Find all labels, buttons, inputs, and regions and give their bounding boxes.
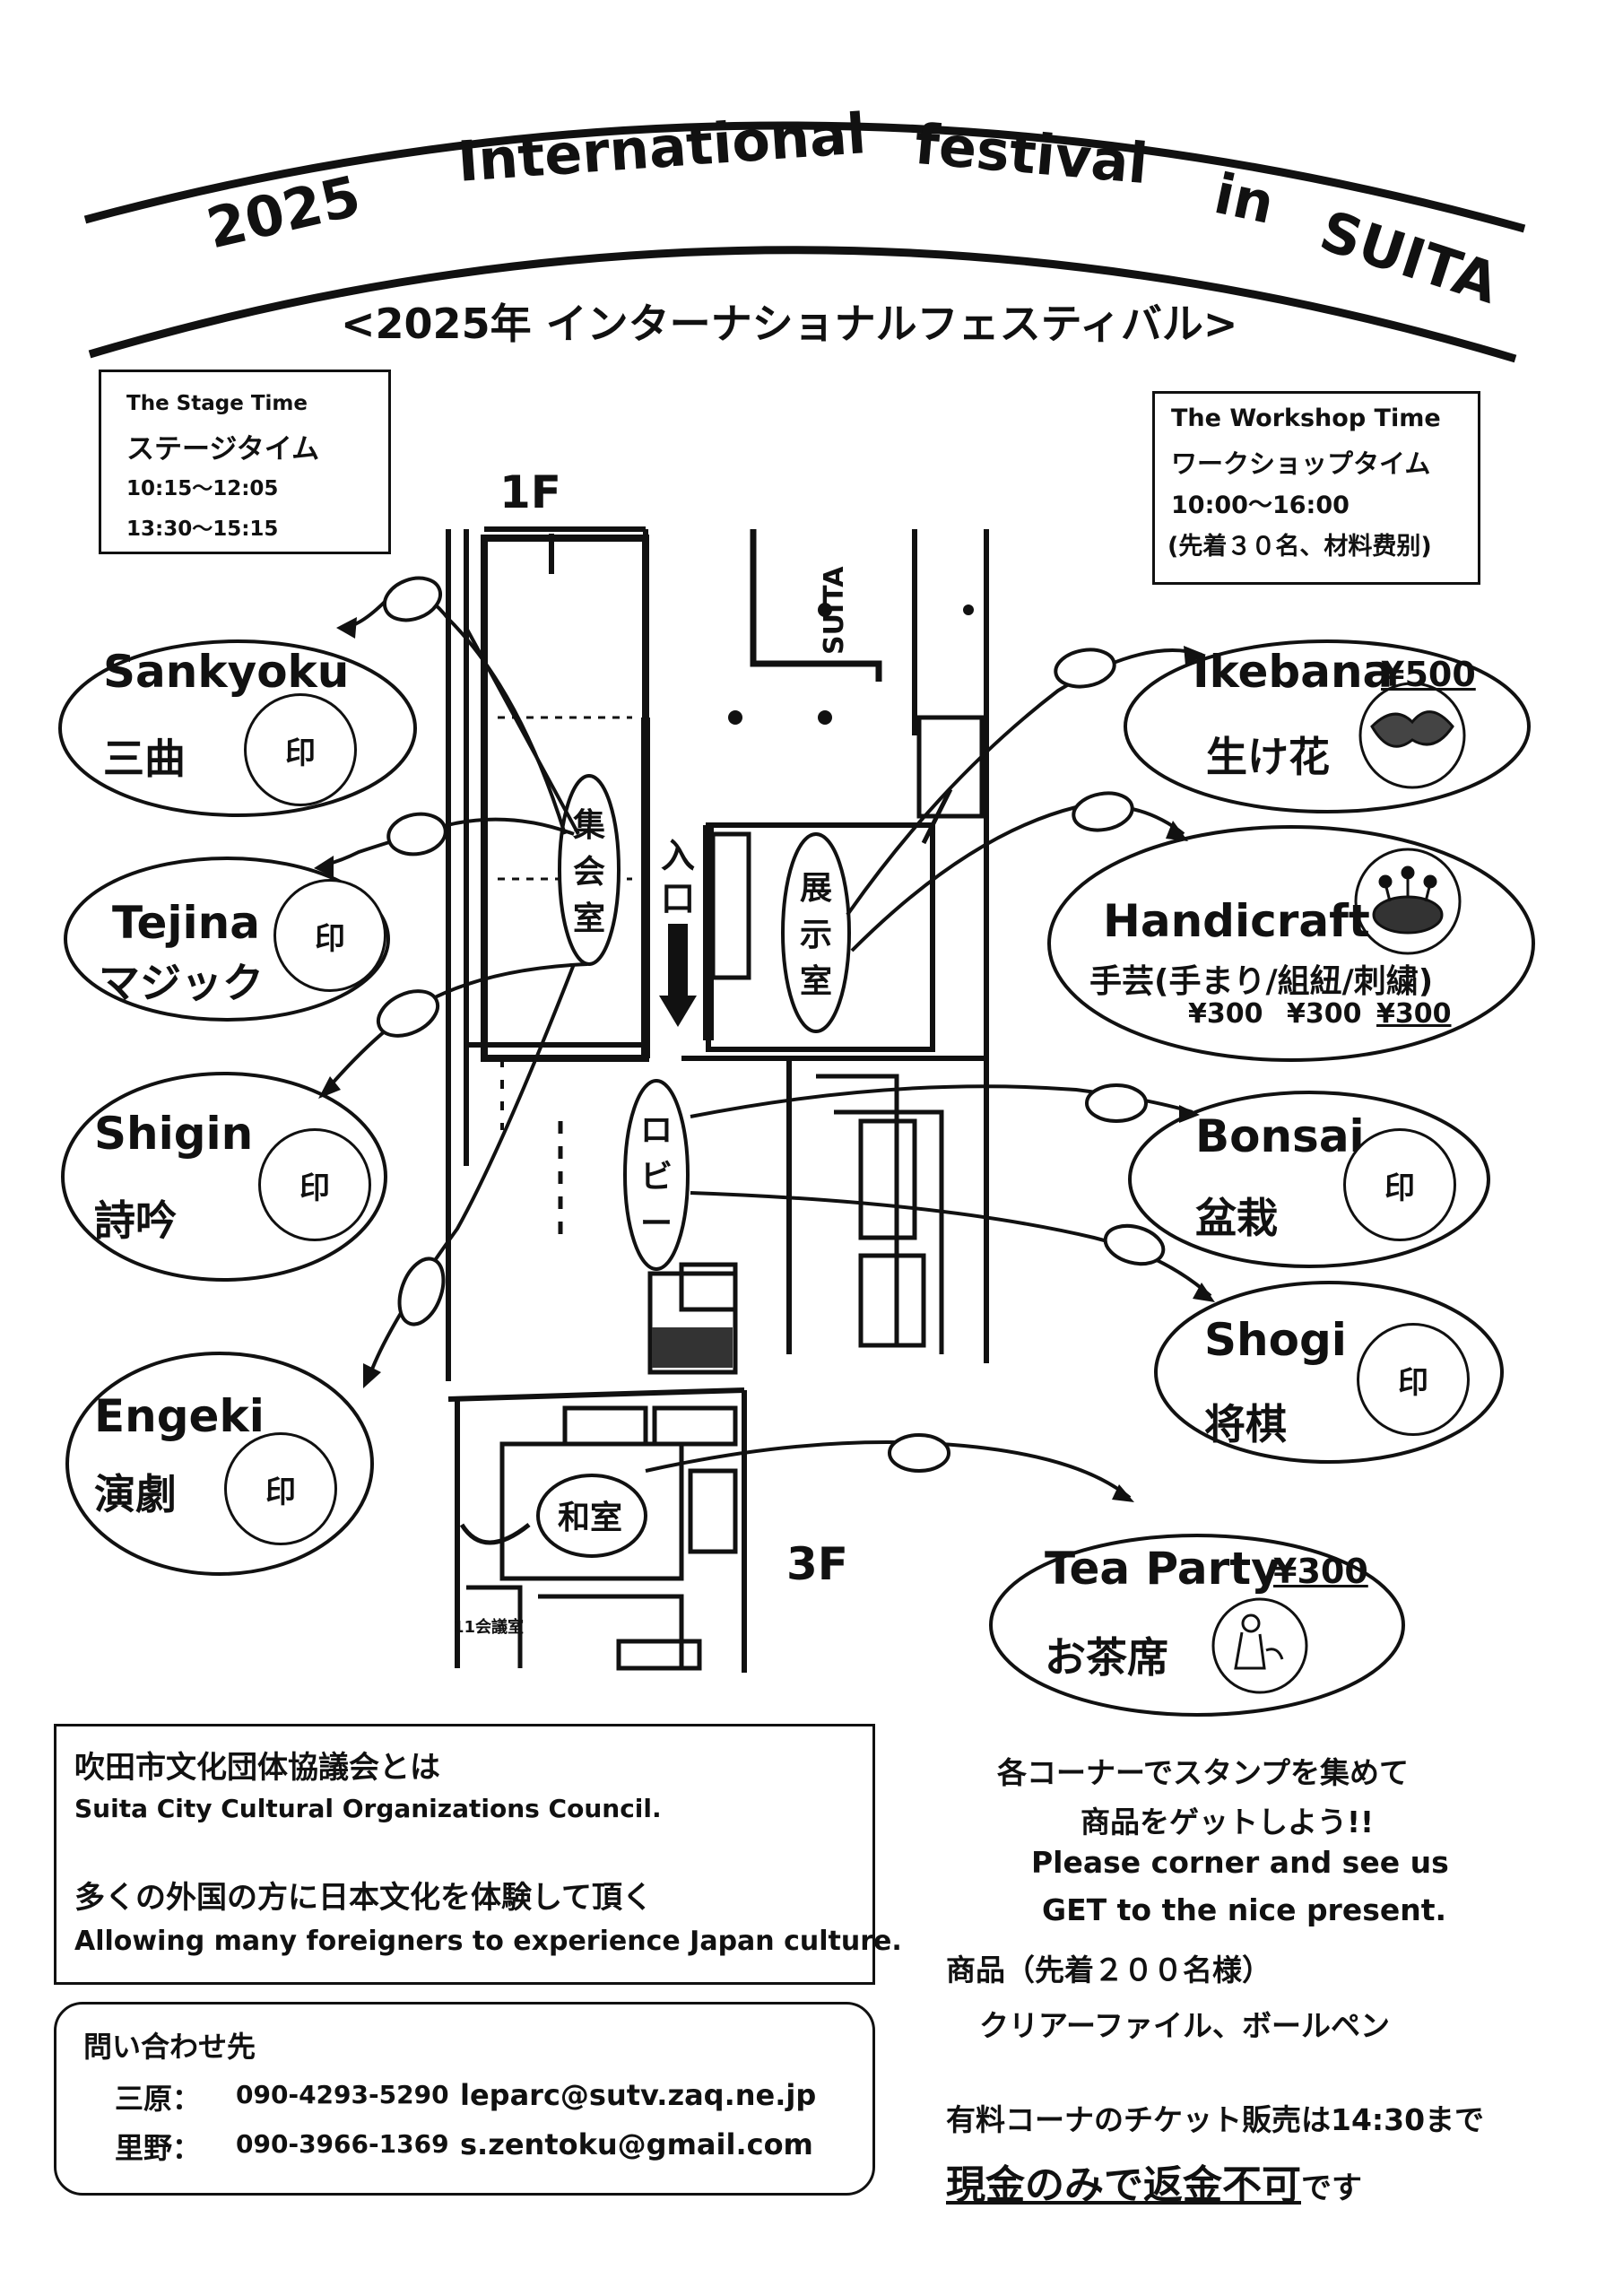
contact-email-1[interactable]: leparc@sutv.zaq.ne.jp	[460, 2078, 817, 2112]
stage-time-label-en: The Stage Time	[126, 392, 308, 415]
council-title-en: Suita City Cultural Organizations Counci…	[74, 1794, 662, 1823]
cash-only-note: 現金のみで返金不可です	[946, 2152, 1362, 2210]
prize-title: 商品（先着２００名様）	[946, 1952, 1272, 1987]
contact-email-2[interactable]: s.zentoku@gmail.com	[460, 2127, 813, 2161]
washitsu-oval	[536, 1474, 647, 1558]
shukaishitsu-oval	[558, 774, 621, 966]
entrance-label: 入口	[660, 836, 695, 918]
handicraft-illustration	[1354, 848, 1462, 955]
title-arc-bottom	[88, 246, 1517, 363]
contact-title: 問い合わせ先	[83, 2030, 256, 2064]
title-arc-top	[83, 121, 1526, 233]
engeki-stamp: 印	[224, 1432, 337, 1545]
shigin-jp: 詩吟	[94, 1196, 177, 1245]
kaigishitsu-label: 11会議室	[453, 1618, 525, 1637]
subtitle: <2025年 インターナショナルフェスティバル>	[341, 300, 1238, 348]
shigin-en: Shigin	[94, 1108, 254, 1160]
ikebana-illustration	[1358, 682, 1466, 789]
tea-jp: お茶席	[1045, 1633, 1168, 1682]
shigin-stamp: 印	[258, 1128, 371, 1241]
sankyoku-en: Sankyoku	[103, 646, 350, 698]
tea-price: ¥300	[1273, 1552, 1368, 1591]
council-desc-jp: 多くの外国の方に日本文化を体験して頂く	[74, 1880, 653, 1916]
suita-sign: SUITA	[819, 566, 850, 655]
bonsai-jp: 盆栽	[1195, 1194, 1278, 1242]
promo-line-3: Please corner and see us	[1031, 1845, 1449, 1880]
sankyoku-jp: 三曲	[103, 735, 186, 783]
handicraft-jp: 手芸(手まり/組紐/刺繍)	[1089, 963, 1434, 1000]
workshop-label-jp: ワークショップタイム	[1171, 448, 1431, 479]
floor-1f-label: 1F	[499, 466, 561, 518]
handicraft-price-2: ¥300	[1287, 998, 1362, 1030]
stage-time-box: The Stage Time ステージタイム 10:15～12:05 13:30…	[99, 370, 391, 554]
ticket-note: 有料コーナのチケット販売は14:30まで	[946, 2102, 1485, 2137]
council-title-jp: 吹田市文化団体協議会とは	[74, 1750, 440, 1786]
ikebana-jp: 生け花	[1206, 733, 1330, 781]
cash-only-suffix: です	[1301, 2170, 1362, 2206]
contact-box: 問い合わせ先 三原： 090-4293-5290 leparc@sutv.zaq…	[54, 2002, 875, 2196]
promo-line-4: GET to the nice present.	[1042, 1892, 1447, 1927]
council-box: 吹田市文化団体協議会とは Suita City Cultural Organiz…	[54, 1724, 902, 1985]
workshop-label-en: The Workshop Time	[1171, 404, 1441, 432]
arrowheads	[314, 617, 1215, 1502]
stage-time-slot-2: 13:30～15:15	[126, 517, 279, 541]
handicraft-price-3: ¥300	[1376, 998, 1452, 1030]
tenjishitsu-label: 展示室	[799, 870, 832, 1000]
workshop-time-box: The Workshop Time ワークショップタイム 10:00～16:00…	[1152, 391, 1480, 585]
promo-line-1: 各コーナーでスタンプを集めて	[997, 1755, 1410, 1790]
tenjishitsu-oval	[781, 832, 851, 1033]
tejina-en: Tejina	[112, 897, 260, 949]
contact-phone-2: 090-3966-1369	[236, 2129, 449, 2159]
shogi-stamp: 印	[1357, 1323, 1470, 1436]
ikebana-en: Ikebana	[1193, 646, 1393, 698]
handicraft-price-1: ¥300	[1188, 998, 1263, 1030]
engeki-jp: 演劇	[94, 1470, 177, 1518]
promo-line-2: 商品をゲットしよう!!	[1081, 1805, 1375, 1839]
contact-name-1: 三原：	[115, 2082, 202, 2116]
stage-time-slot-1: 10:15～12:05	[126, 477, 279, 500]
bonsai-en: Bonsai	[1195, 1110, 1365, 1162]
tejina-jp: マジック	[99, 959, 264, 1007]
tejina-stamp: 印	[273, 879, 386, 992]
sankyoku-stamp: 印	[244, 693, 357, 806]
lobby-oval	[623, 1079, 690, 1271]
floor-map-3f	[447, 1387, 747, 1673]
cash-only-text: 現金のみで返金不可	[946, 2162, 1301, 2208]
engeki-en: Engeki	[94, 1390, 265, 1442]
entrance-arrow	[659, 924, 697, 1027]
workshop-note: (先着３０名、材料费别)	[1167, 533, 1432, 561]
shukaishitsu-label: 集会室	[572, 807, 605, 937]
shogi-jp: 将棋	[1204, 1400, 1287, 1448]
contact-name-2: 里野：	[115, 2131, 202, 2165]
washitsu-label: 和室	[558, 1500, 623, 1536]
handicraft-en: Handicraft	[1103, 895, 1370, 947]
council-desc-en: Allowing many foreigners to experience J…	[74, 1926, 902, 1957]
connector-loops	[376, 576, 1166, 1473]
ikebana-price: ¥500	[1381, 655, 1476, 694]
connector-lines	[321, 588, 1212, 1500]
workshop-hours: 10:00～16:00	[1171, 491, 1350, 519]
floor-3f-label: 3F	[786, 1538, 848, 1590]
stage-time-label-jp: ステージタイム	[126, 433, 320, 465]
bonsai-stamp: 印	[1343, 1128, 1456, 1241]
lobby-label: ロビー	[639, 1112, 673, 1242]
contact-phone-1: 090-4293-5290	[236, 2080, 449, 2109]
tea-illustration	[1211, 1597, 1308, 1694]
floor-map-1f	[446, 526, 989, 1381]
shogi-en: Shogi	[1204, 1314, 1347, 1366]
prize-items: クリアーファイル、ボールペン	[979, 2008, 1391, 2043]
tea-en: Tea Party	[1045, 1543, 1280, 1595]
